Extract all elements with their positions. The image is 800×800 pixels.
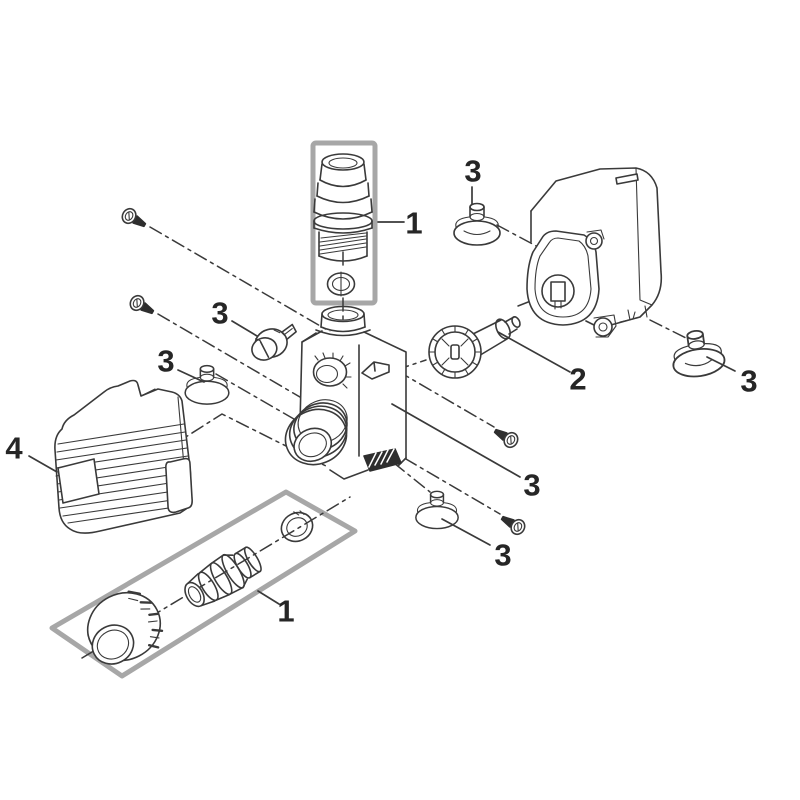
callout-2-rotor: 2 [569,362,586,397]
callout-4-filter-cover: 4 [5,431,23,466]
assembly-axis-line [393,462,431,493]
motor-housing-part [526,167,663,338]
callout-3-upper-screw: 3 [523,468,540,503]
assembly-axis-line [157,313,501,515]
upper-oring-part [326,271,356,297]
callout-3-regulator-dial-leader [231,320,258,337]
callout-3-right-suction-cup: 3 [740,364,757,399]
filter-cover-part [54,379,193,534]
assembly-axis-line [149,226,495,428]
flow-regulator-dial-part [251,323,297,361]
kit-highlight-box [310,140,378,306]
screw-part [129,294,155,315]
callout-3-lower-screw: 3 [494,538,511,573]
screw-part [121,207,147,228]
suction-cup-part [672,329,726,378]
callout-1-hose-tail-kit: 1 [405,206,422,241]
suction-cup-part [415,490,459,530]
callout-3-regulator-dial: 3 [211,296,228,331]
union-nut-part [86,590,164,665]
assembly-axis-line [649,319,687,339]
screw-part [500,515,526,536]
pump-body-part [284,305,407,480]
callout-2-rotor-leader [497,331,571,373]
kit-highlight-boxes [49,140,378,679]
assembly-axis-line [496,224,541,249]
suction-cup-part [453,202,501,246]
lower-oring-part [280,510,314,543]
hose-tail-connector-part [313,153,373,262]
rotor-impeller-part [428,316,521,379]
suction-cup-part [184,364,230,405]
callout-4-filter-cover-leader [28,455,58,473]
screw-part [493,428,519,449]
callout-1-nozzle-kit-leader [257,590,280,605]
callout-1-nozzle-kit: 1 [277,594,294,629]
callout-3-left-suction-cup: 3 [157,344,174,379]
callout-3-left-suction-cup-leader [177,369,205,383]
callout-3-top-suction-cup: 3 [464,154,481,189]
callout-3-upper-screw-leader [391,403,521,478]
kit-highlight-box [49,489,358,679]
assembly-axis-line [517,294,547,307]
stepped-hose-barb-part [184,546,262,608]
callout-leader-lines [28,186,736,605]
callout-3-right-suction-cup-leader [706,356,736,372]
assembly-axis-line [215,373,307,427]
callout-3-lower-screw-leader [441,518,491,546]
